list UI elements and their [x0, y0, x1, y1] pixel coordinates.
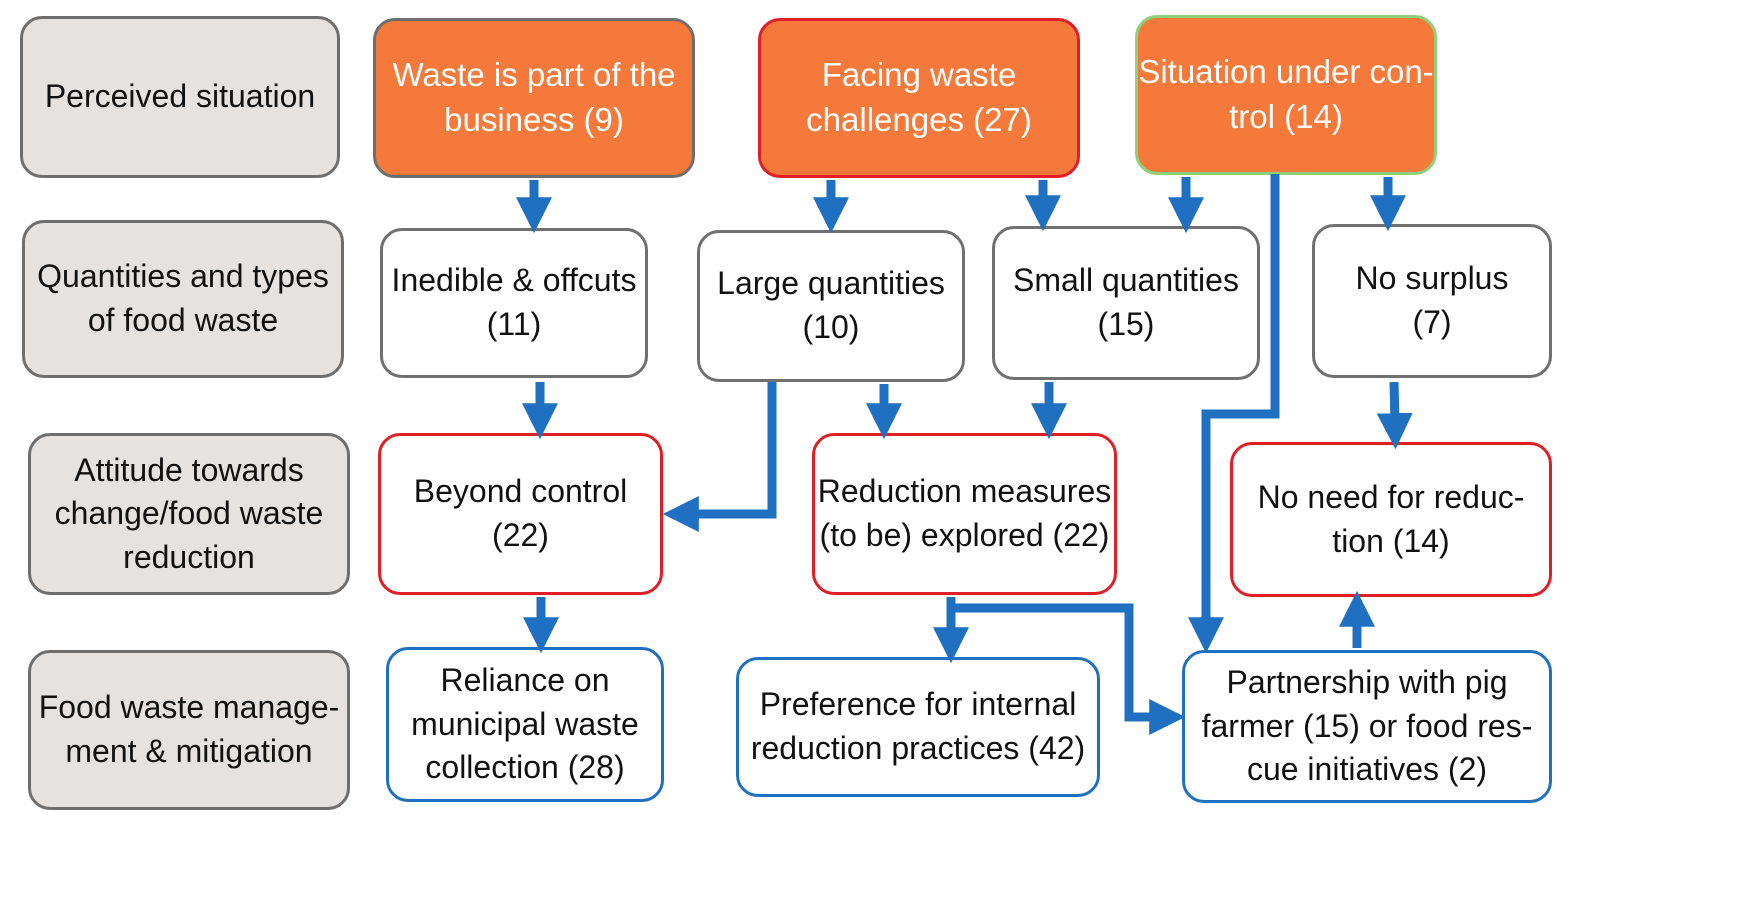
- node-text: No need for reduc- tion (14): [1257, 478, 1525, 559]
- row-label-text: Quantities and types of food waste: [37, 258, 329, 338]
- node-no-need-for-reduction: No need for reduc- tion (14): [1230, 442, 1552, 597]
- arrow-reduction-to-partnership: [951, 603, 1186, 735]
- node-no-surplus: No surplus (7): [1312, 224, 1552, 378]
- node-text: Waste is part of the business (9): [392, 56, 676, 138]
- node-text: Small quantities (15): [1013, 262, 1239, 342]
- row-label-attitude: Attitude towards change/food waste reduc…: [28, 433, 350, 595]
- row-label-quantities: Quantities and types of food waste: [22, 220, 344, 378]
- node-waste-part-of-business: Waste is part of the business (9): [373, 18, 695, 178]
- arrow-large-to-beyond-control: [662, 382, 777, 532]
- node-preference-internal-reduction: Preference for internal reduction practi…: [736, 657, 1100, 797]
- node-text: Reduction measures (to be) explored (22): [817, 473, 1112, 553]
- node-large-quantities: Large quantities (10): [697, 230, 965, 382]
- node-text: Facing waste challenges (27): [806, 56, 1032, 138]
- node-text: Partnership with pig farmer (15) or food…: [1201, 664, 1533, 788]
- arrow-control-to-partnership: [1188, 174, 1280, 654]
- row-label-management: Food waste manage- ment & mitigation: [28, 650, 350, 810]
- node-small-quantities: Small quantities (15): [992, 226, 1260, 380]
- node-partnership-pig-farmer: Partnership with pig farmer (15) or food…: [1182, 650, 1552, 803]
- node-inedible-offcuts: Inedible & offcuts (11): [380, 228, 648, 378]
- node-text: Reliance on municipal waste collection (…: [411, 662, 639, 786]
- arrow-no-surplus-to-no-need: [1376, 381, 1413, 450]
- row-label-text: Attitude towards change/food waste reduc…: [54, 451, 324, 575]
- node-text: No surplus (7): [1355, 260, 1509, 340]
- node-text: Preference for internal reduction practi…: [750, 686, 1086, 766]
- node-text: Inedible & offcuts (11): [391, 262, 637, 342]
- node-facing-waste-challenges: Facing waste challenges (27): [758, 18, 1080, 178]
- node-text: Large quantities (10): [717, 265, 945, 345]
- node-text: Situation under con- trol (14): [1138, 53, 1434, 135]
- node-reduction-measures-explored: Reduction measures (to be) explored (22): [812, 433, 1117, 595]
- row-label-text: Food waste manage- ment & mitigation: [38, 689, 340, 769]
- node-beyond-control: Beyond control (22): [378, 433, 663, 595]
- node-text: Beyond control (22): [413, 473, 628, 553]
- row-label-perceived-situation: Perceived situation: [20, 16, 340, 178]
- node-reliance-municipal-collection: Reliance on municipal waste collection (…: [386, 647, 664, 802]
- row-label-text: Perceived situation: [44, 78, 316, 115]
- node-situation-under-control: Situation under con- trol (14): [1135, 15, 1437, 175]
